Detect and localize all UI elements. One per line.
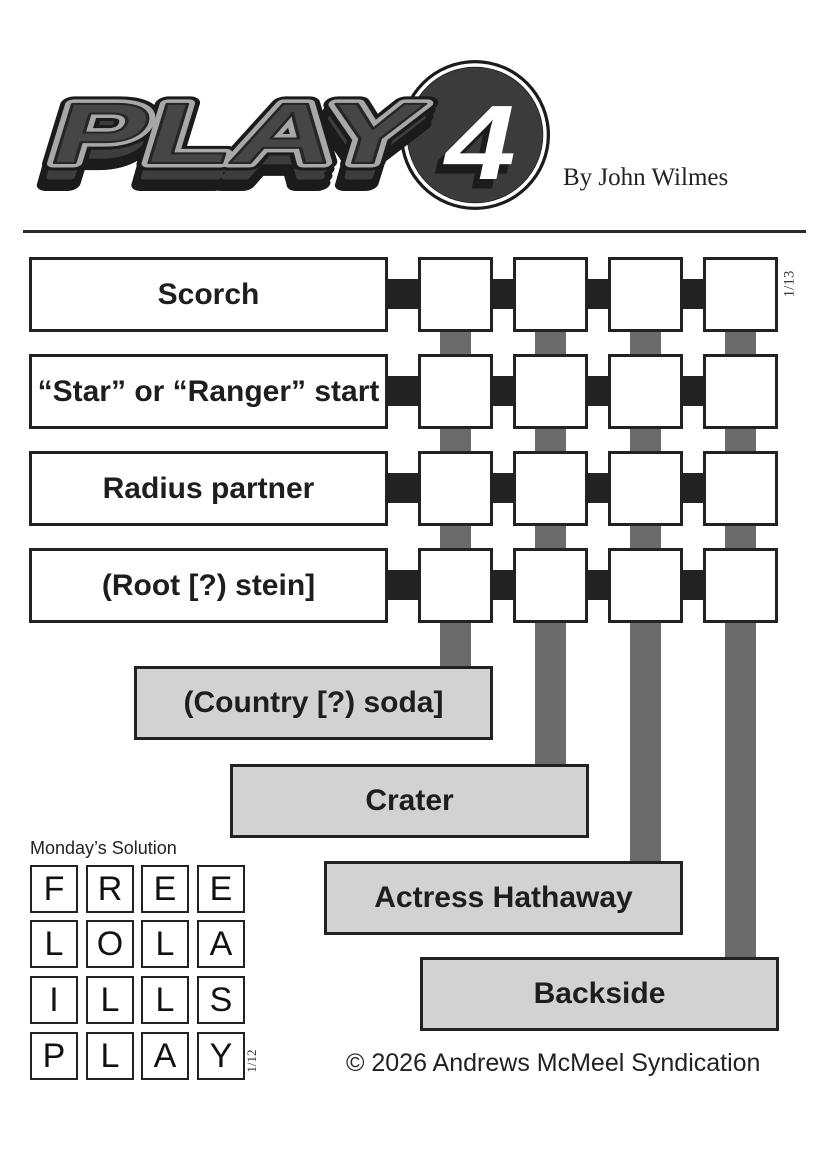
solution-cell: S bbox=[197, 976, 245, 1024]
solution-cell: Y bbox=[197, 1032, 245, 1080]
solution-date-code: 1/12 bbox=[244, 1049, 259, 1073]
logo-text-outline: PLAY bbox=[39, 85, 434, 182]
answer-cell-r3c4[interactable] bbox=[703, 451, 778, 526]
down-clue-3: Actress Hathaway bbox=[324, 861, 683, 935]
clue-text: Actress Hathaway bbox=[374, 881, 633, 914]
clue-text: Backside bbox=[533, 977, 666, 1010]
solution-cell: E bbox=[197, 865, 245, 913]
answer-cell-r1c1[interactable] bbox=[418, 257, 493, 332]
answer-cell-r3c1[interactable] bbox=[418, 451, 493, 526]
across-clue-4: (Root [?) stein] bbox=[29, 548, 388, 623]
column-connector-4 bbox=[725, 332, 756, 957]
copyright: © 2026 Andrews McMeel Syndication bbox=[346, 1049, 761, 1077]
clue-text: Scorch bbox=[157, 277, 260, 311]
solution-cell: L bbox=[30, 920, 78, 968]
answer-cell-r3c3[interactable] bbox=[608, 451, 683, 526]
logo-text-shadow-fill: PLAY bbox=[35, 99, 430, 196]
clue-text: (Root [?) stein] bbox=[101, 568, 316, 602]
play4-logo: PLAY PLAY PLAY PLAY PLAY PLAY PLAY PLAY … bbox=[26, 60, 550, 212]
solution-cell: A bbox=[197, 920, 245, 968]
down-clue-2: Crater bbox=[230, 764, 589, 838]
solution-cell: L bbox=[86, 976, 134, 1024]
solution-cell: I bbox=[30, 976, 78, 1024]
solution-cell: A bbox=[141, 1032, 189, 1080]
answer-cell-r2c4[interactable] bbox=[703, 354, 778, 429]
logo-text-shadow: PLAY bbox=[35, 99, 430, 196]
clue-text: Radius partner bbox=[102, 471, 315, 505]
solution-cell: L bbox=[86, 1032, 134, 1080]
answer-cell-r2c1[interactable] bbox=[418, 354, 493, 429]
answer-cell-r4c2[interactable] bbox=[513, 548, 588, 623]
logo-text-shadow-fill: PLAY bbox=[37, 92, 432, 189]
across-clue-1: Scorch bbox=[29, 257, 388, 332]
logo-text: PLAY bbox=[39, 85, 434, 182]
solution-cell: E bbox=[141, 865, 189, 913]
solution-cell: L bbox=[141, 920, 189, 968]
solution-cell: F bbox=[30, 865, 78, 913]
solution-cell: O bbox=[86, 920, 134, 968]
clue-text: (Country [?) soda] bbox=[183, 686, 444, 719]
clue-text: “Star” or “Ranger” start bbox=[37, 374, 380, 408]
across-clue-2: “Star” or “Ranger” start bbox=[29, 354, 388, 429]
badge-white-ring bbox=[403, 63, 547, 207]
solution-cell: P bbox=[30, 1032, 78, 1080]
byline: By John Wilmes bbox=[563, 164, 729, 191]
across-clue-3: Radius partner bbox=[29, 451, 388, 526]
solution-label: Monday’s Solution bbox=[30, 838, 177, 858]
header-divider bbox=[23, 230, 806, 233]
down-clue-1: (Country [?) soda] bbox=[134, 666, 493, 740]
solution-cell: L bbox=[141, 976, 189, 1024]
answer-cell-r1c2[interactable] bbox=[513, 257, 588, 332]
logo-text-highlight: PLAY bbox=[39, 85, 434, 182]
answer-cell-r2c3[interactable] bbox=[608, 354, 683, 429]
answer-cell-r4c4[interactable] bbox=[703, 548, 778, 623]
clue-text: Crater bbox=[365, 784, 454, 817]
answer-cell-r4c1[interactable] bbox=[418, 548, 493, 623]
puzzle-date-code: 1/13 bbox=[781, 270, 798, 298]
badge-fill bbox=[407, 67, 543, 203]
solution-cell: R bbox=[86, 865, 134, 913]
logo-text-shadow: PLAY bbox=[37, 92, 432, 189]
down-clue-4: Backside bbox=[420, 957, 779, 1031]
answer-cell-r4c3[interactable] bbox=[608, 548, 683, 623]
logo-text-shadow: PLAY bbox=[33, 106, 428, 203]
answer-cell-r2c2[interactable] bbox=[513, 354, 588, 429]
answer-cell-r1c4[interactable] bbox=[703, 257, 778, 332]
logo-badge-circle bbox=[400, 60, 550, 210]
answer-cell-r1c3[interactable] bbox=[608, 257, 683, 332]
answer-cell-r3c2[interactable] bbox=[513, 451, 588, 526]
